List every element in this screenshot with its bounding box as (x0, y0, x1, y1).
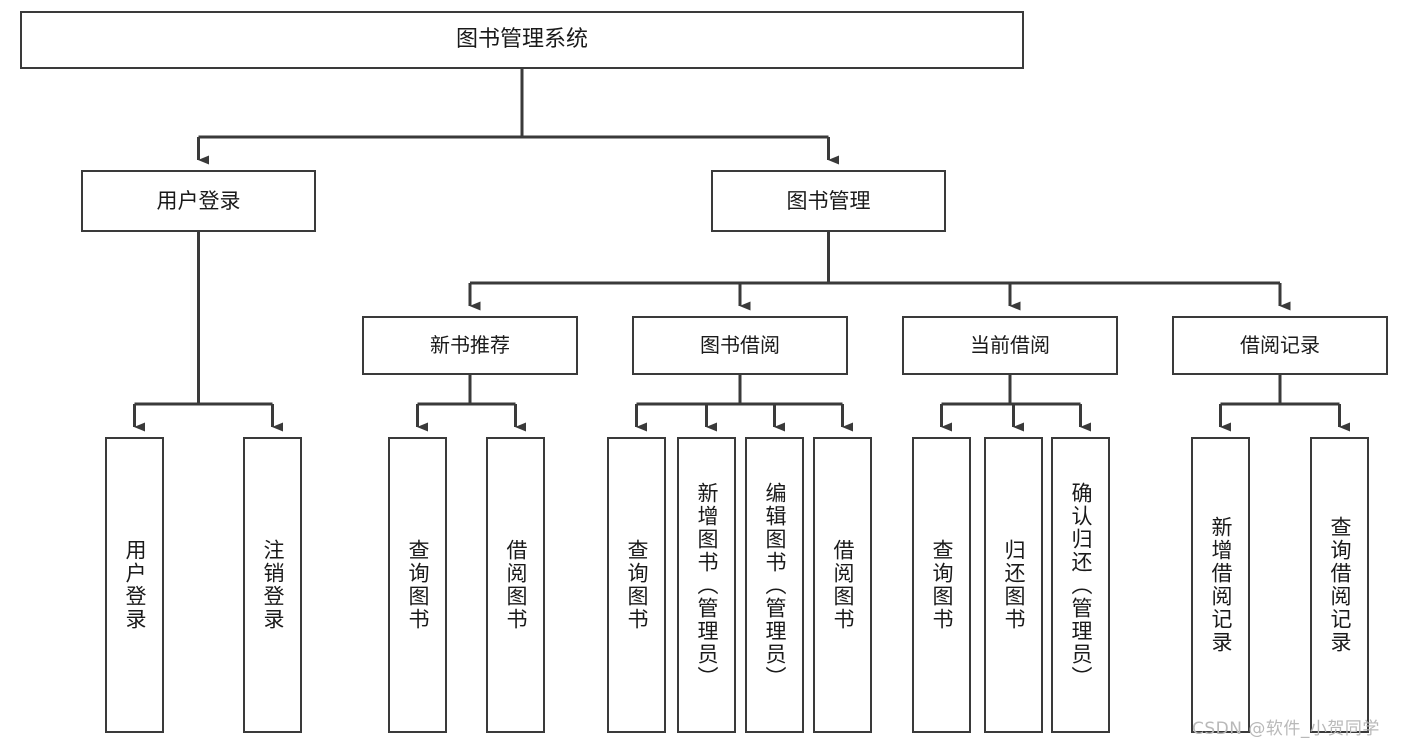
node-leaf-borrow-book-2[interactable]: 借阅图书 (813, 437, 872, 733)
node-label: 用户登录 (123, 539, 147, 631)
node-label: 查询图书 (930, 539, 954, 631)
node-label: 编辑图书（管理员） (763, 481, 787, 689)
node-leaf-add-record[interactable]: 新增借阅记录 (1191, 437, 1250, 733)
node-root[interactable]: 图书管理系统 (20, 11, 1024, 69)
node-leaf-borrow-book-1[interactable]: 借阅图书 (486, 437, 545, 733)
node-label: 注销登录 (261, 539, 285, 631)
node-label: 新书推荐 (430, 332, 510, 357)
node-borrow-record[interactable]: 借阅记录 (1172, 316, 1388, 375)
node-leaf-query-book-2[interactable]: 查询图书 (607, 437, 666, 733)
node-label: 查询借阅记录 (1328, 516, 1352, 654)
node-leaf-query-book-1[interactable]: 查询图书 (388, 437, 447, 733)
node-label: 借阅记录 (1240, 332, 1320, 357)
node-leaf-logout[interactable]: 注销登录 (243, 437, 302, 733)
node-book-manage[interactable]: 图书管理 (711, 170, 946, 232)
node-leaf-add-book[interactable]: 新增图书（管理员） (677, 437, 736, 733)
node-book-borrow[interactable]: 图书借阅 (632, 316, 848, 375)
node-label: 图书借阅 (700, 332, 780, 357)
node-label: 查询图书 (406, 539, 430, 631)
node-label: 确认归还（管理员） (1069, 481, 1093, 689)
node-label: 图书管理系统 (455, 27, 588, 53)
csdn-watermark: CSDN @软件_小贺同学 (1192, 719, 1380, 739)
node-label: 归还图书 (1002, 539, 1026, 631)
node-new-book-rec[interactable]: 新书推荐 (362, 316, 578, 375)
node-label: 新增借阅记录 (1209, 516, 1233, 654)
node-label: 新增图书（管理员） (695, 481, 719, 689)
node-label: 当前借阅 (970, 332, 1050, 357)
node-label: 图书管理 (786, 188, 871, 213)
node-label: 查询图书 (625, 539, 649, 631)
node-leaf-edit-book[interactable]: 编辑图书（管理员） (745, 437, 804, 733)
node-leaf-return-book[interactable]: 归还图书 (984, 437, 1043, 733)
node-leaf-query-book-3[interactable]: 查询图书 (912, 437, 971, 733)
node-user-login[interactable]: 用户登录 (81, 170, 316, 232)
node-leaf-confirm-return[interactable]: 确认归还（管理员） (1051, 437, 1110, 733)
node-label: 借阅图书 (831, 539, 855, 631)
node-current-borrow[interactable]: 当前借阅 (902, 316, 1118, 375)
node-label: 借阅图书 (504, 539, 528, 631)
node-leaf-query-record[interactable]: 查询借阅记录 (1310, 437, 1369, 733)
node-label: 用户登录 (156, 188, 241, 213)
node-leaf-user-login[interactable]: 用户登录 (105, 437, 164, 733)
